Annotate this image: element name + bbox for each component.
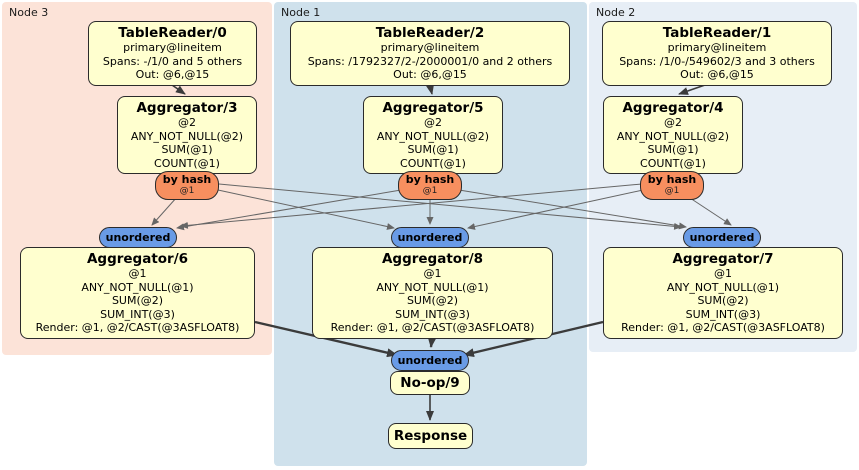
processor-aggregator-6: Aggregator/6 @1 ANY_NOT_NULL(@1) SUM(@2)… [20,247,255,339]
response-box: Response [388,423,473,449]
processor-title: Aggregator/6 [86,251,189,267]
processor-title: Aggregator/8 [381,251,484,267]
processor-detail: ANY_NOT_NULL(@1) [81,280,194,294]
router-label: by hash [405,173,455,186]
processor-detail: Render: @1, @2/CAST(@3ASFLOAT8) [35,321,240,334]
router-label: by hash [647,173,697,186]
processor-detail: primary@lineitem [123,41,222,54]
processor-detail: COUNT(@1) [154,156,220,170]
router-label: by hash [162,173,212,186]
processor-aggregator-4: Aggregator/4 @2 ANY_NOT_NULL(@2) SUM(@1)… [603,96,743,174]
sync-unordered-node3: unordered [99,227,177,248]
router-by-hash-node1: by hash @1 [398,171,462,200]
processor-detail: primary@lineitem [667,41,767,54]
processor-detail: SUM_INT(@3) [685,307,761,321]
router-columns: @1 [422,186,438,196]
node1-label: Node 1 [281,6,321,19]
sync-unordered-final: unordered [391,350,469,371]
processor-detail: SUM_INT(@3) [100,307,175,321]
processor-detail: COUNT(@1) [400,156,466,170]
processor-title: TableReader/0 [118,25,227,41]
processor-tablereader-2: TableReader/2 primary@lineitem Spans: /1… [290,21,570,86]
processor-detail: ANY_NOT_NULL(@1) [376,280,489,294]
response-title: Response [393,428,468,444]
processor-detail: Out: @6,@15 [393,68,467,81]
processor-title: Aggregator/7 [672,251,774,267]
processor-detail: ANY_NOT_NULL(@2) [130,129,244,143]
processor-detail: SUM(@2) [406,294,459,307]
processor-title: Aggregator/4 [622,100,724,116]
processor-detail: SUM(@2) [111,294,164,307]
processor-title: TableReader/1 [662,25,772,41]
processor-detail: Spans: -/1/0 and 5 others [102,54,243,68]
router-columns: @1 [179,186,195,196]
processor-detail: Spans: /1792327/2-/2000001/0 and 2 other… [307,54,553,68]
processor-detail: ANY_NOT_NULL(@2) [376,129,490,143]
router-columns: @1 [664,186,680,196]
processor-detail: @2 [424,116,442,129]
processor-aggregator-3: Aggregator/3 @2 ANY_NOT_NULL(@2) SUM(@1)… [117,96,257,174]
processor-title: No-op/9 [400,375,460,391]
processor-detail: ANY_NOT_NULL(@2) [616,129,730,143]
processor-detail: @1 [423,267,442,280]
processor-detail: @2 [178,116,196,129]
processor-detail: SUM(@1) [161,143,213,156]
node2-label: Node 2 [596,6,636,19]
processor-aggregator-8: Aggregator/8 @1 ANY_NOT_NULL(@1) SUM(@2)… [312,247,553,339]
node3-label: Node 3 [9,6,49,19]
processor-detail: primary@lineitem [380,41,480,54]
processor-title: Aggregator/3 [136,100,238,116]
router-by-hash-node2: by hash @1 [640,171,704,200]
processor-detail: @1 [714,267,732,280]
processor-tablereader-1: TableReader/1 primary@lineitem Spans: /1… [602,21,832,86]
sync-unordered-node2: unordered [683,227,761,248]
sync-unordered-node1: unordered [391,227,469,248]
processor-aggregator-5: Aggregator/5 @2 ANY_NOT_NULL(@2) SUM(@1)… [363,96,503,174]
processor-detail: ANY_NOT_NULL(@1) [666,280,780,294]
processor-detail: SUM_INT(@3) [395,307,470,321]
processor-detail: Render: @1, @2/CAST(@3ASFLOAT8) [621,321,825,334]
processor-tablereader-0: TableReader/0 primary@lineitem Spans: -/… [88,21,257,86]
processor-detail: @2 [664,116,682,129]
processor-aggregator-7: Aggregator/7 @1 ANY_NOT_NULL(@1) SUM(@2)… [603,247,843,339]
processor-title: TableReader/2 [375,25,485,41]
processor-detail: SUM(@1) [647,143,699,156]
processor-noop-9: No-op/9 [390,371,470,395]
processor-detail: Render: @1, @2/CAST(@3ASFLOAT8) [330,321,535,334]
processor-detail: SUM(@2) [697,294,749,307]
processor-detail: @1 [128,267,147,280]
router-by-hash-node3: by hash @1 [155,171,219,200]
processor-detail: Out: @6,@15 [135,68,210,81]
processor-detail: SUM(@1) [407,143,459,156]
processor-detail: Spans: /1/0-/549602/3 and 3 others [619,54,815,68]
processor-detail: Out: @6,@15 [680,68,754,81]
processor-detail: COUNT(@1) [640,156,706,170]
processor-title: Aggregator/5 [382,100,484,116]
